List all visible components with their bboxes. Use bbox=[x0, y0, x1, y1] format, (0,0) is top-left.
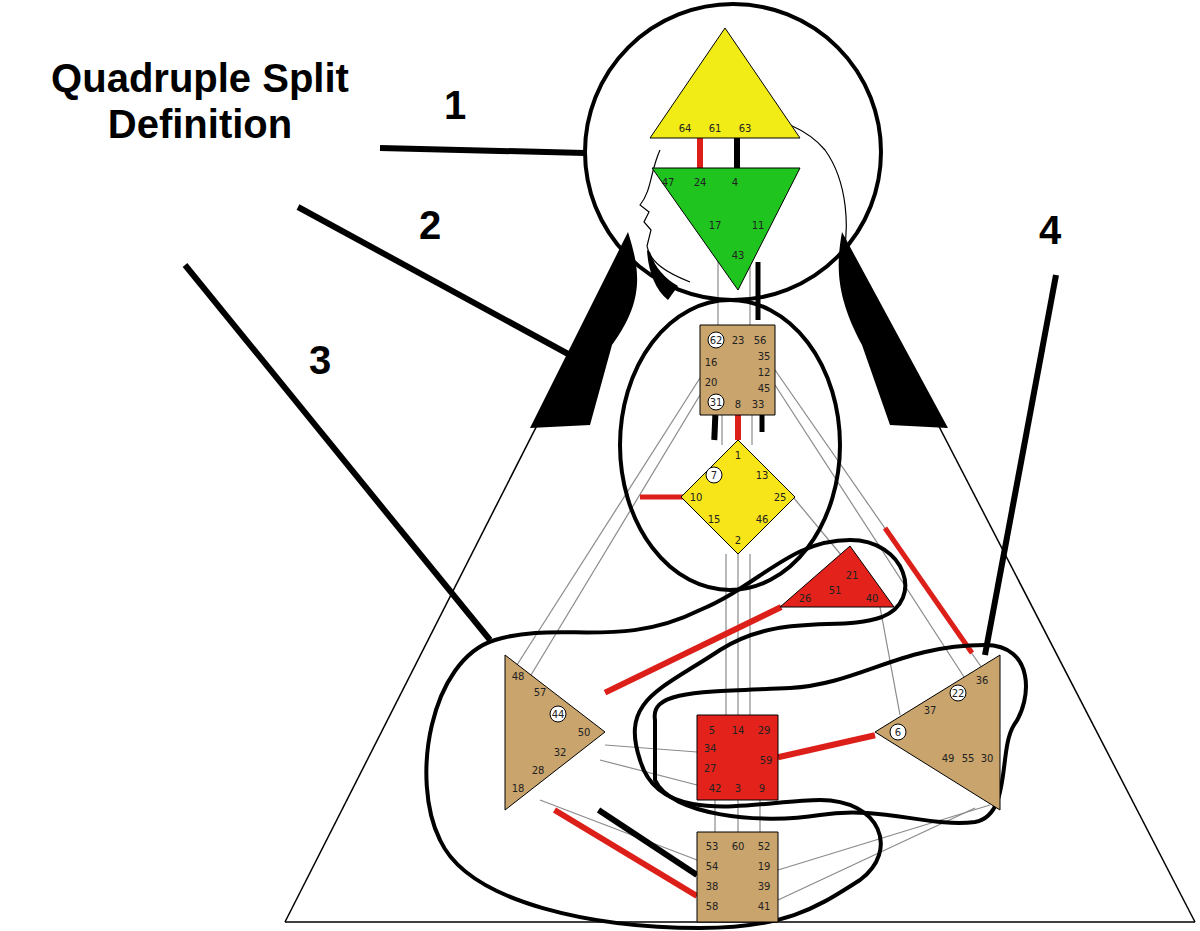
defined-channel bbox=[714, 415, 715, 440]
spleen-center: 48 57 44 50 32 28 18 bbox=[505, 655, 605, 810]
gate-number: 60 bbox=[732, 841, 745, 852]
gate-number: 36 bbox=[976, 675, 989, 686]
gate-number: 39 bbox=[758, 881, 771, 892]
gate-number: 19 bbox=[758, 861, 771, 872]
gate-number: 6 bbox=[895, 727, 901, 738]
gate-number: 34 bbox=[704, 743, 717, 754]
gate-number: 15 bbox=[708, 514, 721, 525]
gate-number: 31 bbox=[710, 397, 723, 408]
gate-number: 1 bbox=[735, 450, 741, 461]
gate-number: 32 bbox=[554, 747, 567, 758]
gate-number: 42 bbox=[709, 783, 722, 794]
gate-number: 35 bbox=[758, 351, 771, 362]
gate-number: 28 bbox=[532, 765, 545, 776]
gate-number: 43 bbox=[732, 250, 745, 261]
gate-number: 49 bbox=[942, 753, 955, 764]
gate-number: 45 bbox=[758, 383, 771, 394]
gate-number: 46 bbox=[756, 514, 769, 525]
defined-channel bbox=[554, 810, 697, 896]
defined-channel bbox=[605, 607, 781, 693]
gate-number: 58 bbox=[706, 901, 719, 912]
gate-number: 44 bbox=[552, 709, 565, 720]
activation-circle bbox=[550, 706, 566, 722]
activation-circle bbox=[708, 332, 724, 348]
callout-number: 3 bbox=[309, 338, 331, 382]
gate-number: 4 bbox=[732, 177, 738, 188]
gate-number: 7 bbox=[711, 470, 717, 481]
gate-number: 51 bbox=[829, 585, 842, 596]
defined-channel bbox=[697, 138, 703, 168]
ajna-center: 47 24 4 17 43 11 bbox=[652, 168, 800, 290]
gate-number: 5 bbox=[709, 725, 715, 736]
gate-number: 47 bbox=[662, 177, 675, 188]
gate-number: 27 bbox=[704, 763, 717, 774]
gate-number: 53 bbox=[706, 841, 719, 852]
gate-number: 18 bbox=[512, 783, 525, 794]
solar-plexus-center: 36 22 37 6 49 55 30 bbox=[875, 655, 1000, 810]
gate-number: 10 bbox=[690, 492, 703, 503]
gate-number: 54 bbox=[706, 861, 719, 872]
gate-number: 57 bbox=[534, 687, 547, 698]
gate-number: 62 bbox=[710, 335, 723, 346]
gate-number: 2 bbox=[735, 535, 741, 546]
gate-number: 61 bbox=[709, 123, 722, 134]
gate-number: 22 bbox=[952, 688, 965, 699]
g-center: 1 13 25 46 2 15 10 7 bbox=[681, 440, 795, 554]
gate-number: 25 bbox=[774, 492, 787, 503]
diagram-title: Quadruple Split Definition bbox=[0, 55, 400, 147]
definition-outlines bbox=[426, 4, 1026, 928]
gate-number: 21 bbox=[846, 570, 859, 581]
gate-number: 20 bbox=[705, 377, 718, 388]
gate-number: 30 bbox=[981, 753, 994, 764]
gate-number: 9 bbox=[759, 783, 765, 794]
gate-number: 12 bbox=[758, 367, 771, 378]
gate-number: 48 bbox=[512, 671, 525, 682]
hanging-gates bbox=[640, 262, 972, 653]
center-shape bbox=[650, 28, 800, 138]
heart-center: 21 51 26 40 bbox=[780, 546, 894, 607]
left-shoulder bbox=[530, 232, 637, 428]
defined-channel bbox=[735, 415, 741, 440]
gate-number: 37 bbox=[924, 705, 937, 716]
callout-number: 2 bbox=[419, 203, 441, 247]
gate-number: 11 bbox=[752, 220, 765, 231]
gate-number: 55 bbox=[962, 753, 975, 764]
gate-number: 40 bbox=[866, 593, 879, 604]
gate-number: 3 bbox=[735, 783, 741, 794]
callout-number: 1 bbox=[444, 83, 466, 127]
gate-number: 26 bbox=[799, 593, 812, 604]
gate-number: 23 bbox=[732, 335, 745, 346]
gate-number: 41 bbox=[758, 901, 771, 912]
activation-circle bbox=[706, 467, 722, 483]
gate-number: 33 bbox=[752, 399, 765, 410]
gate-number: 52 bbox=[758, 841, 771, 852]
head-center: 64 61 63 bbox=[650, 28, 800, 138]
gate-number: 8 bbox=[735, 399, 741, 410]
gate-number: 17 bbox=[709, 220, 722, 231]
gate-number: 13 bbox=[756, 470, 769, 481]
gate-number: 24 bbox=[694, 177, 707, 188]
leader-lines bbox=[185, 148, 1056, 655]
activation-circle bbox=[890, 724, 906, 740]
throat-center: 62 23 56 35 12 45 33 8 31 20 16 bbox=[700, 325, 775, 415]
activation-circle bbox=[708, 394, 724, 410]
activation-circle bbox=[950, 685, 966, 701]
gate-number: 63 bbox=[739, 123, 752, 134]
right-shoulder bbox=[839, 232, 948, 428]
sacral-center: 5 14 29 34 27 59 42 3 9 bbox=[697, 715, 778, 800]
defined-channel bbox=[734, 138, 740, 168]
root-center: 53 60 52 54 38 58 19 39 41 bbox=[697, 832, 778, 922]
gate-number: 56 bbox=[754, 335, 767, 346]
callout-number: 4 bbox=[1039, 208, 1061, 252]
body-triangle bbox=[285, 380, 1195, 922]
gate-number: 14 bbox=[732, 725, 745, 736]
gate-number: 64 bbox=[679, 123, 692, 134]
defined-channel bbox=[778, 735, 875, 757]
gate-number: 38 bbox=[706, 881, 719, 892]
gate-number: 59 bbox=[760, 755, 773, 766]
gate-number: 50 bbox=[578, 727, 591, 738]
gate-number: 16 bbox=[705, 357, 718, 368]
gate-number: 29 bbox=[758, 725, 771, 736]
